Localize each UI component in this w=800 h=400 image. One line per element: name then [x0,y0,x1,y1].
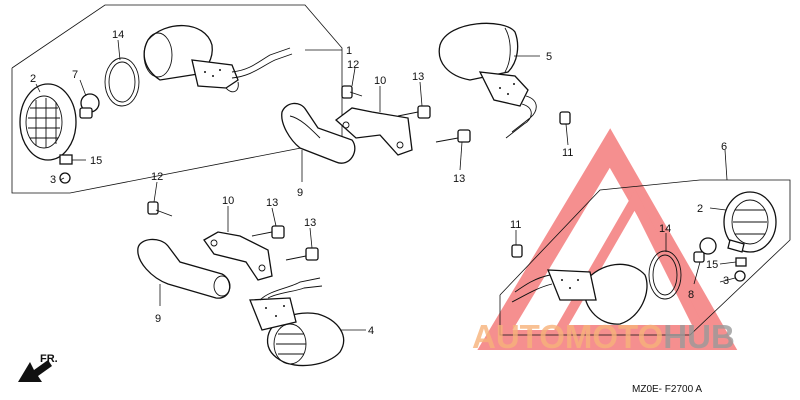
bolt-part-11-top [559,111,571,125]
gasket-part-14-left [104,57,140,107]
callout-c3a: 3 [50,174,56,186]
bracket-part-10-top [334,107,413,156]
leader-lines [35,39,737,331]
bulb-part-7 [79,93,100,119]
svg-text:AUTOMOTOHUB: AUTOMOTOHUB [472,318,735,355]
housing-part-1 [143,24,293,93]
callout-c10b: 10 [222,195,234,207]
callout-c12b: 12 [151,171,163,183]
callout-c4: 4 [368,325,374,337]
callout-c11b: 11 [510,219,521,231]
callout-c2b: 2 [697,203,703,215]
callout-c13c: 13 [266,197,278,209]
stay-part-9-bottom [137,238,231,299]
callout-c1: 1 [346,45,352,57]
callout-c9b: 9 [155,313,161,325]
callout-c3b: 3 [723,275,729,287]
watermark-text-part2: HUB [663,318,735,355]
housing-part-6 [511,263,648,325]
turn-signal-part-4 [249,277,345,367]
callout-c13d: 13 [304,217,316,229]
callout-c13a: 13 [412,71,424,83]
bolt-part-11-bottom [511,244,523,258]
watermark-text-part1: AUTOMOTO [472,318,663,355]
stay-part-9-top [281,102,356,164]
callout-c14a: 14 [112,29,124,41]
callout-c2a: 2 [30,73,36,85]
diagram-code: MZ0E- F2700 A [632,384,702,395]
lens-part-2-left [19,83,77,161]
bolt-part-13-a [397,105,431,119]
bolt-part-13-b [435,129,471,143]
bolt-part-13-c [251,225,285,239]
bracket-part-10-bottom [203,231,273,281]
lens-part-2-right [723,191,777,253]
screw-part-3-right [734,270,746,282]
callout-c9a: 9 [297,187,303,199]
nut-part-15-left [59,154,73,165]
front-direction-arrow [18,360,52,382]
watermark-logo [477,128,738,350]
bolt-part-12-top [341,85,363,99]
gasket-part-14-right [648,250,682,300]
callout-c7: 7 [72,69,78,81]
callout-c15a: 15 [90,155,102,167]
screw-part-3-left [59,172,71,184]
callout-c15b: 15 [706,259,718,271]
callout-c10a: 10 [374,75,386,87]
nut-part-15-right [735,257,747,267]
callout-c14b: 14 [659,223,671,235]
callout-c12a: 12 [347,59,359,71]
callout-c13b: 13 [453,173,465,185]
bulb-part-8 [693,237,717,263]
callout-c8: 8 [688,289,694,301]
callout-c5: 5 [546,51,552,63]
bolt-part-12-bottom [147,201,173,217]
turn-signal-part-5 [438,22,537,139]
bolt-part-13-d [285,247,319,261]
watermark-text: AUTOMOTOHUB [472,318,735,355]
callout-c6: 6 [721,141,727,153]
group-part-6-frame [499,179,791,336]
callout-c11a: 11 [562,147,573,159]
front-direction-label: FR. [40,353,58,365]
